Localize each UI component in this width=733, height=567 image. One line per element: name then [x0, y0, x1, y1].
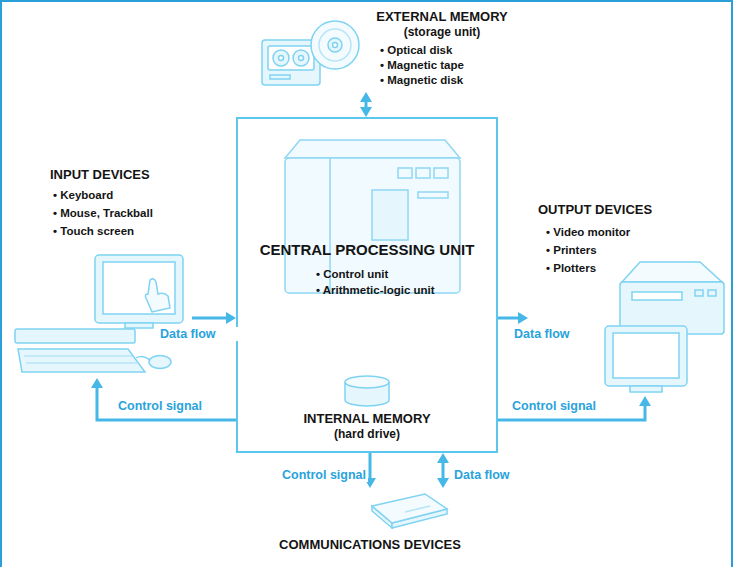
node-text: • Magnetic tape — [380, 59, 506, 72]
storage-illustration — [311, 21, 359, 69]
arrow-head — [226, 312, 236, 324]
node-text: EXTERNAL MEMORY — [372, 10, 512, 25]
printer-illustration — [622, 262, 722, 282]
storage-illustration — [262, 21, 359, 85]
arrow-head — [437, 478, 449, 488]
node-text: CENTRAL PROCESSING UNIT — [242, 241, 492, 258]
cpu-box: CENTRAL PROCESSING UNIT • Control unit • A… — [236, 117, 498, 453]
input-group: INPUT DEVICES • Keyboard • Mouse, Trackbal… — [10, 165, 192, 378]
node-text: COMMUNICATIONS DEVICES — [262, 538, 478, 553]
computer-illustration — [125, 323, 153, 328]
modem-illustration — [372, 494, 447, 523]
mainframe-illustration — [372, 190, 408, 240]
connector-arrow — [192, 317, 227, 320]
edge-label: Data flow — [158, 327, 238, 341]
connector-arrow — [97, 387, 236, 420]
node-text: • Plotters — [546, 262, 616, 275]
memory-group: INTERNAL MEMORY(hard drive) — [292, 372, 444, 444]
arrow-head — [518, 312, 528, 324]
connector-arrow — [365, 101, 368, 108]
node-text: • Mouse, Trackball — [53, 207, 189, 220]
monitor-illustration — [613, 333, 679, 378]
storage-illustration — [299, 56, 304, 61]
arrow-head — [360, 107, 372, 117]
printer-illustration — [620, 262, 724, 334]
storage-illustration — [319, 29, 351, 61]
node-text: • Keyboard — [53, 189, 189, 202]
hard-drive-icon — [345, 376, 389, 388]
storage-illustration — [279, 56, 284, 61]
storage-group: EXTERNAL MEMORY(storage unit) • Optical d… — [258, 8, 514, 92]
node-text: • Optical disk — [380, 44, 506, 57]
computer-illustration — [149, 356, 171, 369]
storage-illustration — [270, 75, 290, 79]
modem-illustration — [372, 494, 447, 528]
node-text: (hard drive) — [292, 428, 442, 442]
connector-arrow — [369, 453, 372, 479]
computer-illustration — [136, 356, 150, 360]
edge-label: Control signal — [116, 399, 232, 413]
storage-illustration — [268, 46, 314, 70]
printer-illustration — [632, 292, 682, 300]
printer-illustration — [708, 290, 716, 296]
computer-illustration — [95, 255, 183, 323]
node-text: • Printers — [546, 244, 616, 257]
edge-label: Data flow — [512, 327, 596, 341]
connector-arrow — [442, 462, 445, 479]
mainframe-illustration — [416, 168, 430, 178]
storage-illustration — [293, 50, 309, 66]
storage-illustration — [328, 38, 342, 52]
computer-illustration — [103, 262, 175, 314]
node-text: • Control unit — [316, 268, 492, 281]
computer-illustration — [18, 349, 145, 372]
node-text: OUTPUT DEVICES — [538, 203, 688, 218]
computer-illustration — [15, 329, 135, 343]
monitor-illustration — [605, 326, 687, 392]
mainframe-illustration — [398, 168, 412, 178]
edge-label: Control signal — [250, 468, 368, 482]
mainframe-illustration — [285, 140, 460, 158]
node-text: • Arithmetic-logic unit — [316, 284, 492, 297]
arrow-head — [360, 92, 372, 102]
node-text: • Magnetic disk — [380, 74, 506, 87]
node-text: INTERNAL MEMORY — [292, 412, 442, 427]
hard-drive-icon — [345, 376, 389, 406]
edge-label: Data flow — [452, 468, 536, 482]
arrow-head — [639, 396, 651, 406]
printer-illustration — [695, 290, 703, 296]
arrow-head — [91, 378, 103, 388]
modem-illustration — [405, 506, 430, 512]
node-text: (storage unit) — [372, 26, 512, 40]
storage-illustration — [273, 50, 289, 66]
computer-illustration — [15, 255, 183, 372]
monitor-illustration — [630, 386, 662, 392]
computer-illustration — [24, 356, 138, 363]
mainframe-illustration — [434, 168, 448, 178]
communications-group: COMMUNICATIONS DEVICES — [262, 488, 480, 558]
edge-label: Control signal — [510, 399, 626, 413]
node-text: • Video monitor — [546, 226, 696, 239]
storage-illustration — [333, 43, 338, 48]
connector-arrow — [498, 317, 519, 320]
arrow-head — [437, 453, 449, 463]
computer-illustration — [145, 279, 170, 312]
mainframe-illustration — [418, 192, 448, 198]
output-group: OUTPUT DEVICES • Video monitor • Printers •… — [528, 200, 728, 396]
monitor-illustration — [605, 326, 687, 386]
node-text: • Touch screen — [53, 225, 189, 238]
node-text: INPUT DEVICES — [50, 168, 190, 183]
